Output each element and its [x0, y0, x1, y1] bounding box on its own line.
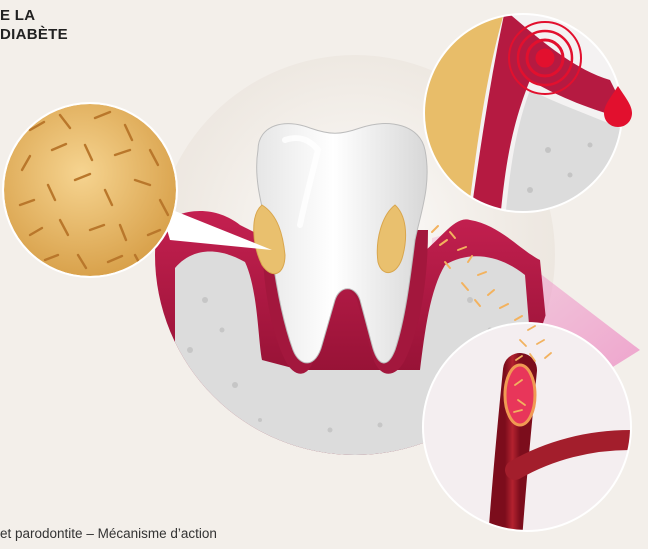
title: E LA DIABÈTE: [0, 6, 68, 44]
plaque-zoom: [2, 102, 178, 278]
figure-caption: et parodontite – Mécanisme d’action: [0, 526, 217, 541]
title-line-1: E LA: [0, 6, 68, 25]
title-line-2: DIABÈTE: [0, 25, 68, 44]
